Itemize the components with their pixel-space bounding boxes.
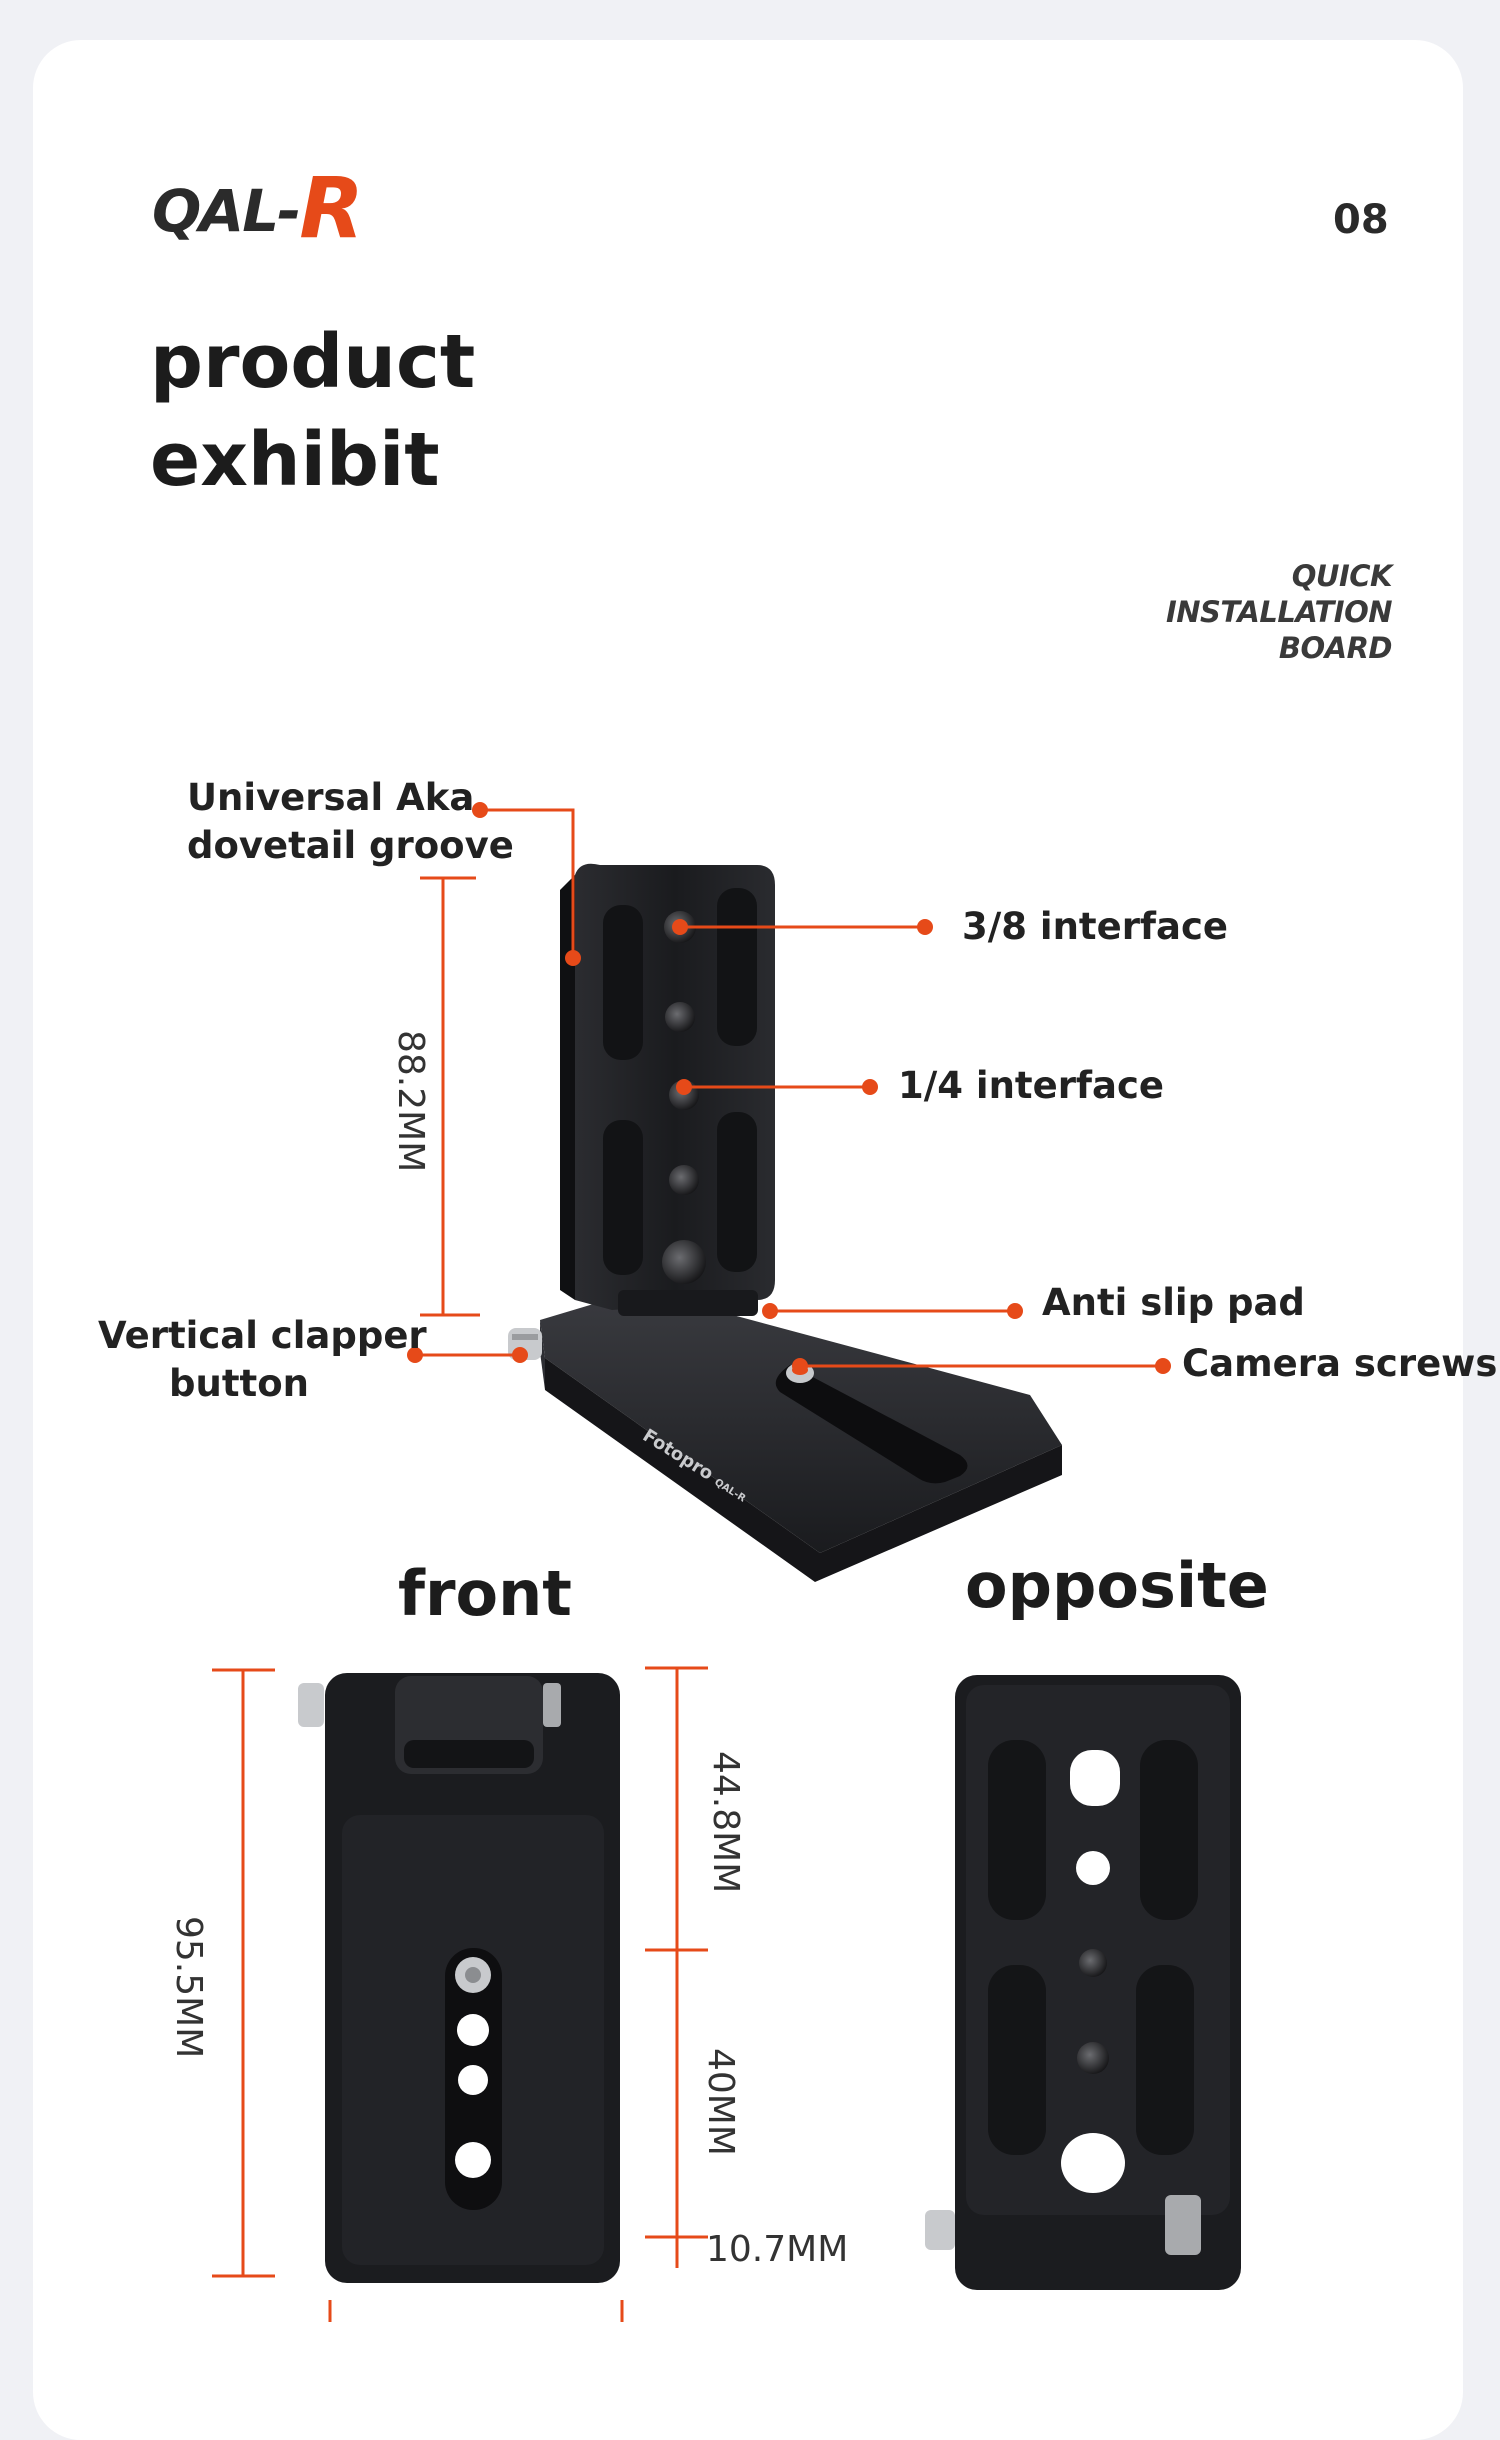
anti-slip-label: Anti slip pad	[1042, 1281, 1305, 1324]
title-line-1: product	[150, 319, 476, 405]
dimension-95-5-label: 95.5MM	[168, 1916, 209, 2059]
callout-dots	[407, 802, 1171, 1374]
front-view-title: front	[398, 1557, 572, 1630]
opposite-view	[925, 1675, 1241, 2290]
dovetail-label: Universal Aka dovetail groove	[187, 776, 514, 867]
front-view	[298, 1673, 620, 2283]
camera-screws-label: Camera screws	[1182, 1342, 1498, 1385]
dimension-88-2	[420, 876, 480, 1317]
interface-38-label: 3/8 interface	[962, 905, 1229, 948]
clapper-button-label: Vertical clapper button	[98, 1314, 427, 1405]
title-line-2: exhibit	[150, 417, 440, 503]
opposite-button-icon	[925, 2210, 955, 2250]
page-title: product exhibit	[150, 313, 475, 509]
front-button-icon	[298, 1683, 324, 1727]
dimension-88-2-label: 88.2MM	[390, 1030, 431, 1173]
l-bracket-3d	[508, 863, 1062, 1582]
opposite-view-title: opposite	[965, 1549, 1269, 1622]
interface-14-label: 1/4 interface	[898, 1064, 1165, 1107]
dimension-10-7-label: 10.7MM	[706, 2229, 849, 2270]
dimension-40-label: 40MM	[700, 2048, 741, 2156]
product-illustration	[212, 802, 1241, 2322]
page-number: 08	[1333, 197, 1389, 243]
brand-logo: QAL-R	[152, 159, 364, 257]
dimension-44-8-label: 44.8MM	[705, 1751, 746, 1894]
product-tagline: QUICK INSTALLATION BOARD	[1165, 559, 1393, 665]
callout-lines	[415, 808, 1163, 1368]
front-dimensions	[212, 1666, 708, 2322]
